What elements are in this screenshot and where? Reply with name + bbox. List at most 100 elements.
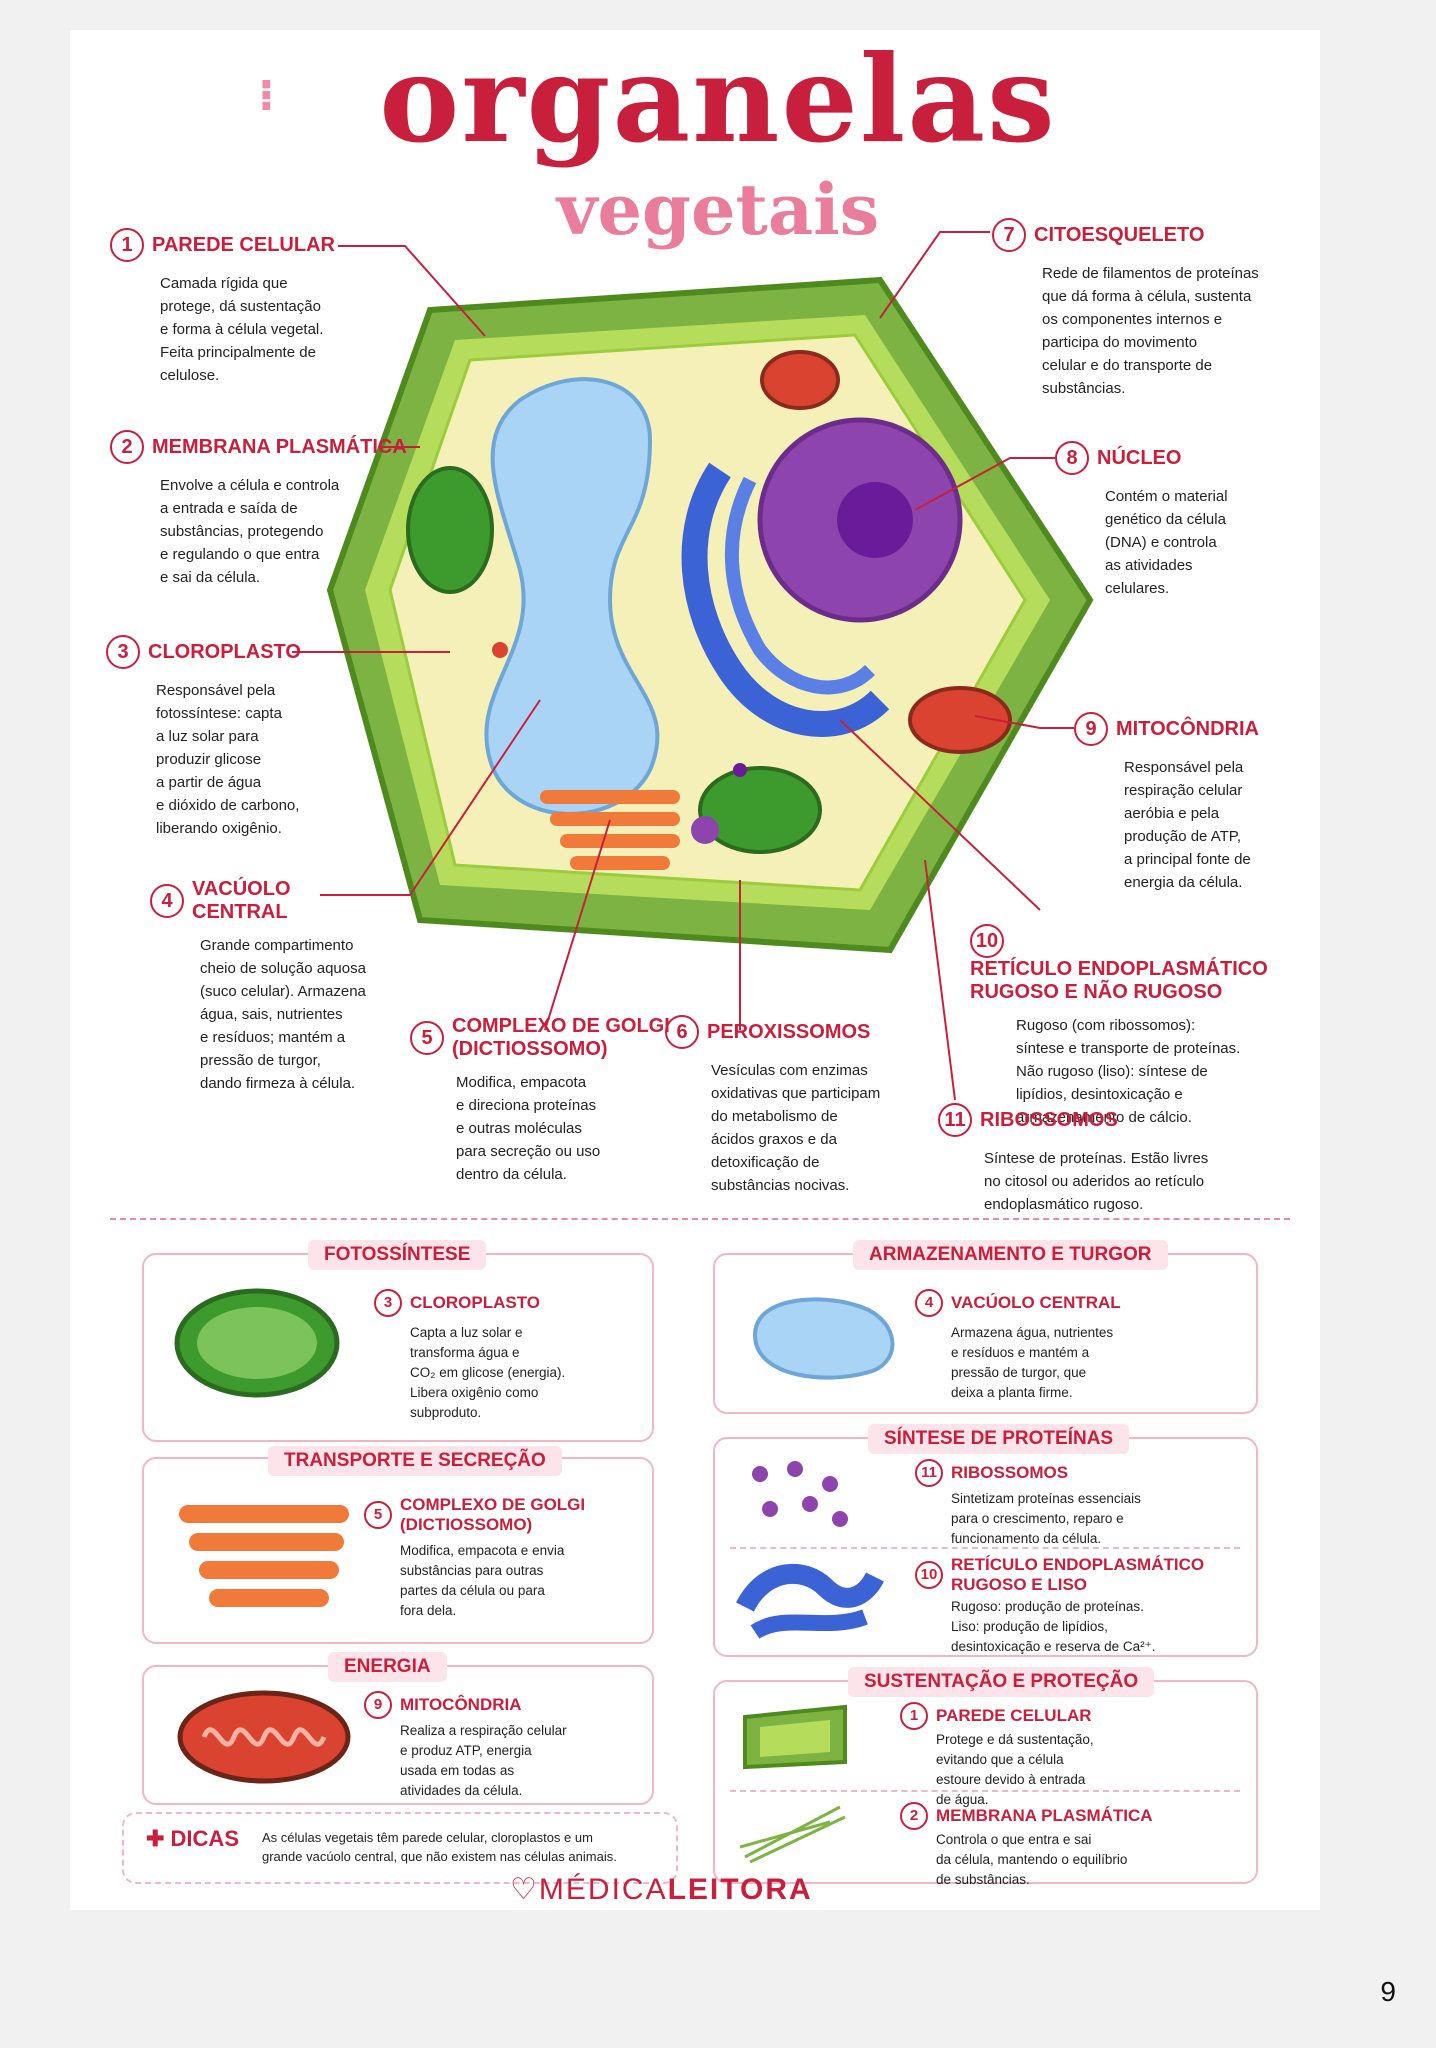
dicas-text: As células vegetais têm parede celular, … bbox=[262, 1830, 617, 1864]
label-heading: PEROXISSOMOS bbox=[707, 1020, 871, 1043]
box-description: Sintetizam proteínas essenciais para o c… bbox=[951, 1491, 1141, 1546]
label-heading: NÚCLEO bbox=[1097, 446, 1182, 469]
label-description: Rugoso (com ribossomos): síntese e trans… bbox=[1016, 1017, 1241, 1126]
box-description: Capta a luz solar e transforma água e CO… bbox=[410, 1325, 566, 1420]
membrane-fibers-icon bbox=[740, 1805, 846, 1864]
number-badge: 11 bbox=[938, 1103, 972, 1137]
label-heading: MEMBRANA PLASMÁTICA bbox=[152, 435, 407, 458]
section-divider bbox=[110, 1218, 1290, 1220]
number-badge: 3 bbox=[374, 1289, 402, 1317]
page-subtitle: vegetais bbox=[556, 168, 880, 251]
label-description: Camada rígida que protege, dá sustentaçã… bbox=[160, 275, 324, 384]
chloroplast-2 bbox=[698, 766, 822, 854]
plant-cell-illustration bbox=[326, 276, 1094, 954]
number-badge: 7 bbox=[992, 218, 1026, 252]
label-description: Contém o material genético da célula (DN… bbox=[1105, 488, 1228, 597]
box-description: Protege e dá sustentação, evitando que a… bbox=[936, 1732, 1094, 1807]
label-heading: COMPLEXO DE GOLGI (DICTIOSSOMO) bbox=[452, 1015, 670, 1060]
label-reticulo-endoplasmatico: 10RETÍCULO ENDOPLASMÁTICO RUGOSO E NÃO R… bbox=[970, 924, 1300, 1129]
number-badge: 3 bbox=[106, 635, 140, 669]
leader-lines bbox=[292, 231, 1074, 1101]
plus-icon: ✚ bbox=[146, 1826, 171, 1851]
number-badge: 5 bbox=[364, 1501, 392, 1529]
number-badge: 9 bbox=[1074, 712, 1108, 746]
box-description: Controla o que entra e sai da célula, ma… bbox=[936, 1832, 1128, 1887]
golgi-icon bbox=[179, 1505, 349, 1607]
number-badge: 10 bbox=[970, 924, 1004, 958]
dicas-label: ✚ DICAS bbox=[146, 1826, 239, 1852]
number-badge: 10 bbox=[915, 1561, 943, 1589]
box-description: Rugoso: produção de proteínas. Liso: pro… bbox=[951, 1599, 1156, 1654]
ribosomes-icon bbox=[752, 1461, 848, 1527]
box-description: Realiza a respiração celular e produz AT… bbox=[400, 1723, 567, 1798]
number-badge: 2 bbox=[900, 1802, 928, 1830]
endoplasmic-reticulum-inner bbox=[724, 476, 875, 695]
page-number: 9 bbox=[1380, 1976, 1396, 2007]
cell-wall-icon bbox=[743, 1704, 847, 1770]
number-badge: 5 bbox=[410, 1021, 444, 1055]
number-badge: 1 bbox=[900, 1702, 928, 1730]
box-transporte: 5COMPLEXO DE GOLGI (DICTIOSSOMO) Modific… bbox=[142, 1457, 654, 1644]
number-badge: 4 bbox=[150, 884, 184, 918]
label-vacuolo-central: 4VACÚOLO CENTRAL Grande compartimento ch… bbox=[150, 878, 400, 1095]
number-badge: 6 bbox=[665, 1015, 699, 1049]
tag-transporte: TRANSPORTE E SECREÇÃO bbox=[268, 1446, 562, 1476]
decoration-left-top: ⁝ bbox=[258, 70, 275, 121]
mitochondrion-1 bbox=[760, 350, 840, 410]
box-description: Modifica, empacota e envia substâncias p… bbox=[400, 1543, 565, 1618]
endoplasmic-reticulum bbox=[681, 462, 890, 737]
tag-fotossintese: FOTOSSÍNTESE bbox=[308, 1240, 487, 1270]
box-heading: RETÍCULO ENDOPLASMÁTICO RUGOSO E LISO bbox=[951, 1555, 1205, 1594]
chloroplast-icon bbox=[174, 1288, 340, 1398]
label-peroxissomos: 6 PEROXISSOMOS Vesículas com enzimas oxid… bbox=[665, 1015, 945, 1197]
label-heading: CITOESQUELETO bbox=[1034, 223, 1205, 246]
label-description: Síntese de proteínas. Estão livres no ci… bbox=[984, 1150, 1209, 1213]
label-description: Vesículas com enzimas oxidativas que par… bbox=[711, 1062, 881, 1194]
brand-bold: LEITORA bbox=[667, 1873, 813, 1906]
mitochondrion-2 bbox=[908, 686, 1012, 754]
box-heading: RIBOSSOMOS bbox=[951, 1463, 1069, 1482]
label-parede-celular: 1 PAREDE CELULAR Camada rígida que proteg… bbox=[110, 228, 410, 387]
vesicle bbox=[492, 642, 508, 658]
central-vacuole bbox=[484, 377, 660, 816]
box-heading: MEMBRANA PLASMÁTICA bbox=[936, 1806, 1153, 1825]
box-inner-divider bbox=[730, 1790, 1240, 1792]
ribosome bbox=[733, 763, 747, 777]
tag-sustentacao: SUSTENTAÇÃO E PROTEÇÃO bbox=[848, 1667, 1155, 1697]
tag-sintese: SÍNTESE DE PROTEÍNAS bbox=[868, 1424, 1130, 1454]
number-badge: 11 bbox=[915, 1459, 943, 1487]
box-sintese: 11 RIBOSSOMOS Sintetizam proteínas essenc… bbox=[713, 1437, 1258, 1657]
label-description: Grande compartimento cheio de solução aq… bbox=[200, 937, 366, 1092]
nucleolus bbox=[837, 482, 913, 558]
box-heading: MITOCÔNDRIA bbox=[400, 1695, 522, 1714]
label-heading: CLOROPLASTO bbox=[148, 640, 301, 663]
number-badge: 1 bbox=[110, 228, 144, 262]
number-badge: 4 bbox=[915, 1289, 943, 1317]
label-ribossomos: 11 RIBOSSOMOS Síntese de proteínas. Estão… bbox=[938, 1103, 1278, 1216]
label-description: Responsável pela respiração celular aeró… bbox=[1124, 759, 1251, 891]
box-dicas: ✚ DICAS As células vegetais têm parede c… bbox=[122, 1812, 678, 1884]
tag-armazenamento: ARMAZENAMENTO E TURGOR bbox=[853, 1240, 1168, 1270]
number-badge: 2 bbox=[110, 430, 144, 464]
heart-icon: ♡ bbox=[510, 1873, 539, 1906]
label-heading: PAREDE CELULAR bbox=[152, 233, 335, 256]
mitochondrion-icon bbox=[177, 1690, 351, 1784]
label-citoesqueleto: 7 CITOESQUELETO Rede de filamentos de pro… bbox=[992, 218, 1322, 400]
tag-energia: ENERGIA bbox=[328, 1652, 447, 1682]
label-description: Rede de filamentos de proteínas que dá f… bbox=[1042, 265, 1259, 397]
label-heading: RETÍCULO ENDOPLASMÁTICO RUGOSO E NÃO RUG… bbox=[970, 958, 1268, 1003]
label-membrana-plasmatica: 2 MEMBRANA PLASMÁTICA Envolve a célula e … bbox=[110, 430, 410, 589]
chloroplast-1 bbox=[406, 466, 494, 594]
label-complexo-de-golgi: 5COMPLEXO DE GOLGI (DICTIOSSOMO) Modific… bbox=[410, 1015, 670, 1186]
dicas-tag: DICAS bbox=[170, 1826, 239, 1851]
label-heading: RIBOSSOMOS bbox=[980, 1108, 1118, 1131]
label-description: Modifica, empacota e direciona proteínas… bbox=[456, 1074, 601, 1183]
er-icon bbox=[736, 1564, 884, 1639]
label-description: Envolve a célula e controla a entrada e … bbox=[160, 477, 340, 586]
